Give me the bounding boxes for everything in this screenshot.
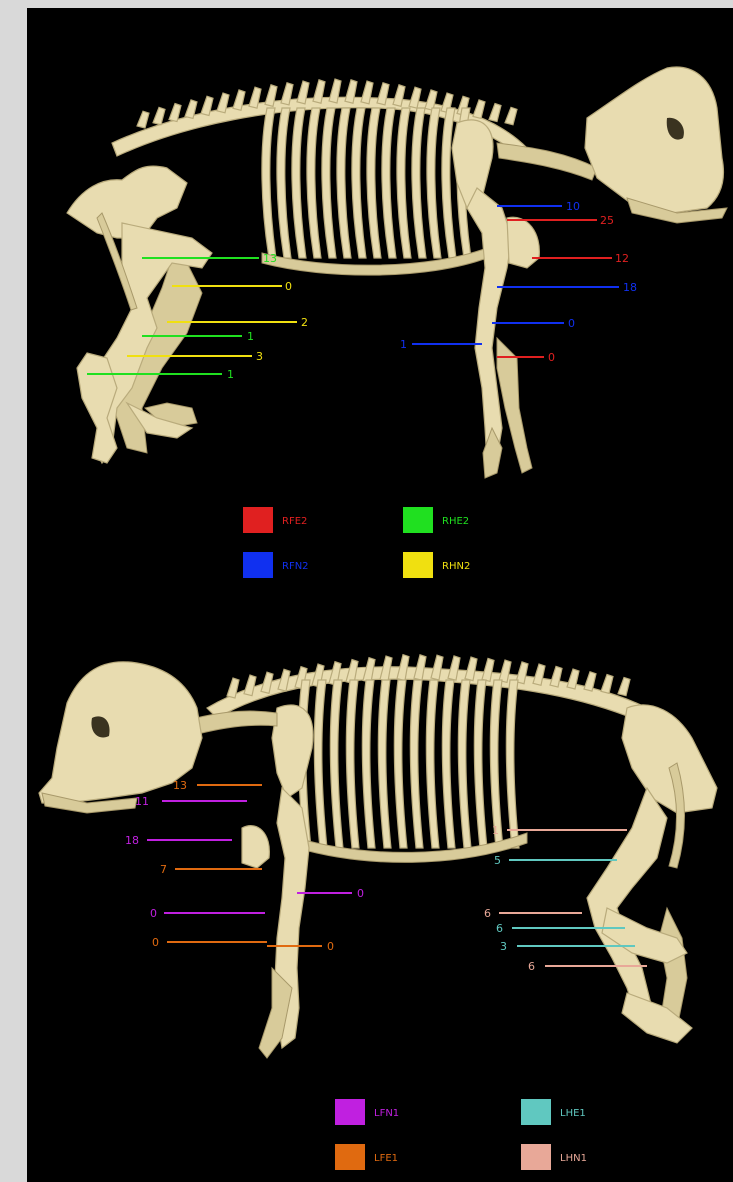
legend-label-lhn1: LHN1 [560,1153,587,1164]
annotation-value-lfe1: 0 [327,940,334,953]
legend-swatch-lfe1 [335,1144,365,1170]
legend-label-rhn2: RHN2 [442,561,470,572]
annotation-value-rhn2: 3 [256,350,263,363]
annotation-value-lhe1: 6 [496,922,503,935]
legend-label-lhe1: LHE1 [560,1108,586,1119]
legend-label-rfn2: RFN2 [282,561,309,572]
annotation-value-lhe1: 3 [500,940,507,953]
annotation-value-lfn1: 11 [135,795,149,808]
annotation-value-lhn1: 1 [492,824,499,837]
legend-label-lfe1: LFE1 [374,1153,398,1164]
annotation-value-lhe1: 5 [494,854,501,867]
legend-label-rfe2: RFE2 [282,516,307,527]
legend-swatch-lhe1 [521,1099,551,1125]
annotation-value-lfn1: 18 [125,834,139,847]
legend-swatch-rhn2 [403,552,433,578]
annotation-value-lfe1: 13 [173,779,187,792]
annotation-value-rfn2: 10 [566,200,580,213]
annotation-value-rfe2: 25 [600,214,614,227]
annotation-value-rfe2: 12 [615,252,629,265]
bottom-skeleton [39,655,717,1058]
annotation-value-rhe2: 1 [247,330,254,343]
annotation-value-lfn1: 0 [150,907,157,920]
annotation-value-rfn2: 1 [400,338,407,351]
annotation-value-rfn2: 0 [568,317,575,330]
legend-swatch-rhe2 [403,507,433,533]
legend-label-rhe2: RHE2 [442,516,469,527]
legend-swatch-rfn2 [243,552,273,578]
annotation-value-rhn2: 0 [285,280,292,293]
legend-swatch-rfe2 [243,507,273,533]
annotation-value-lfe1: 7 [160,863,167,876]
annotation-value-rhe2: 13 [263,252,277,265]
annotation-value-rhe2: 1 [227,368,234,381]
legend-label-lfn1: LFN1 [374,1108,399,1119]
annotation-value-lhn1: 6 [484,907,491,920]
annotation-value-lfe1: 0 [152,936,159,949]
annotation-value-rfe2: 0 [548,351,555,364]
annotation-value-lhn1: 6 [528,960,535,973]
legend-swatch-lhn1 [521,1144,551,1170]
top-skeleton [67,67,727,478]
annotation-value-rfn2: 18 [623,281,637,294]
legend-swatch-lfn1 [335,1099,365,1125]
annotation-value-rhn2: 2 [301,316,308,329]
annotation-value-lfn1: 0 [357,887,364,900]
